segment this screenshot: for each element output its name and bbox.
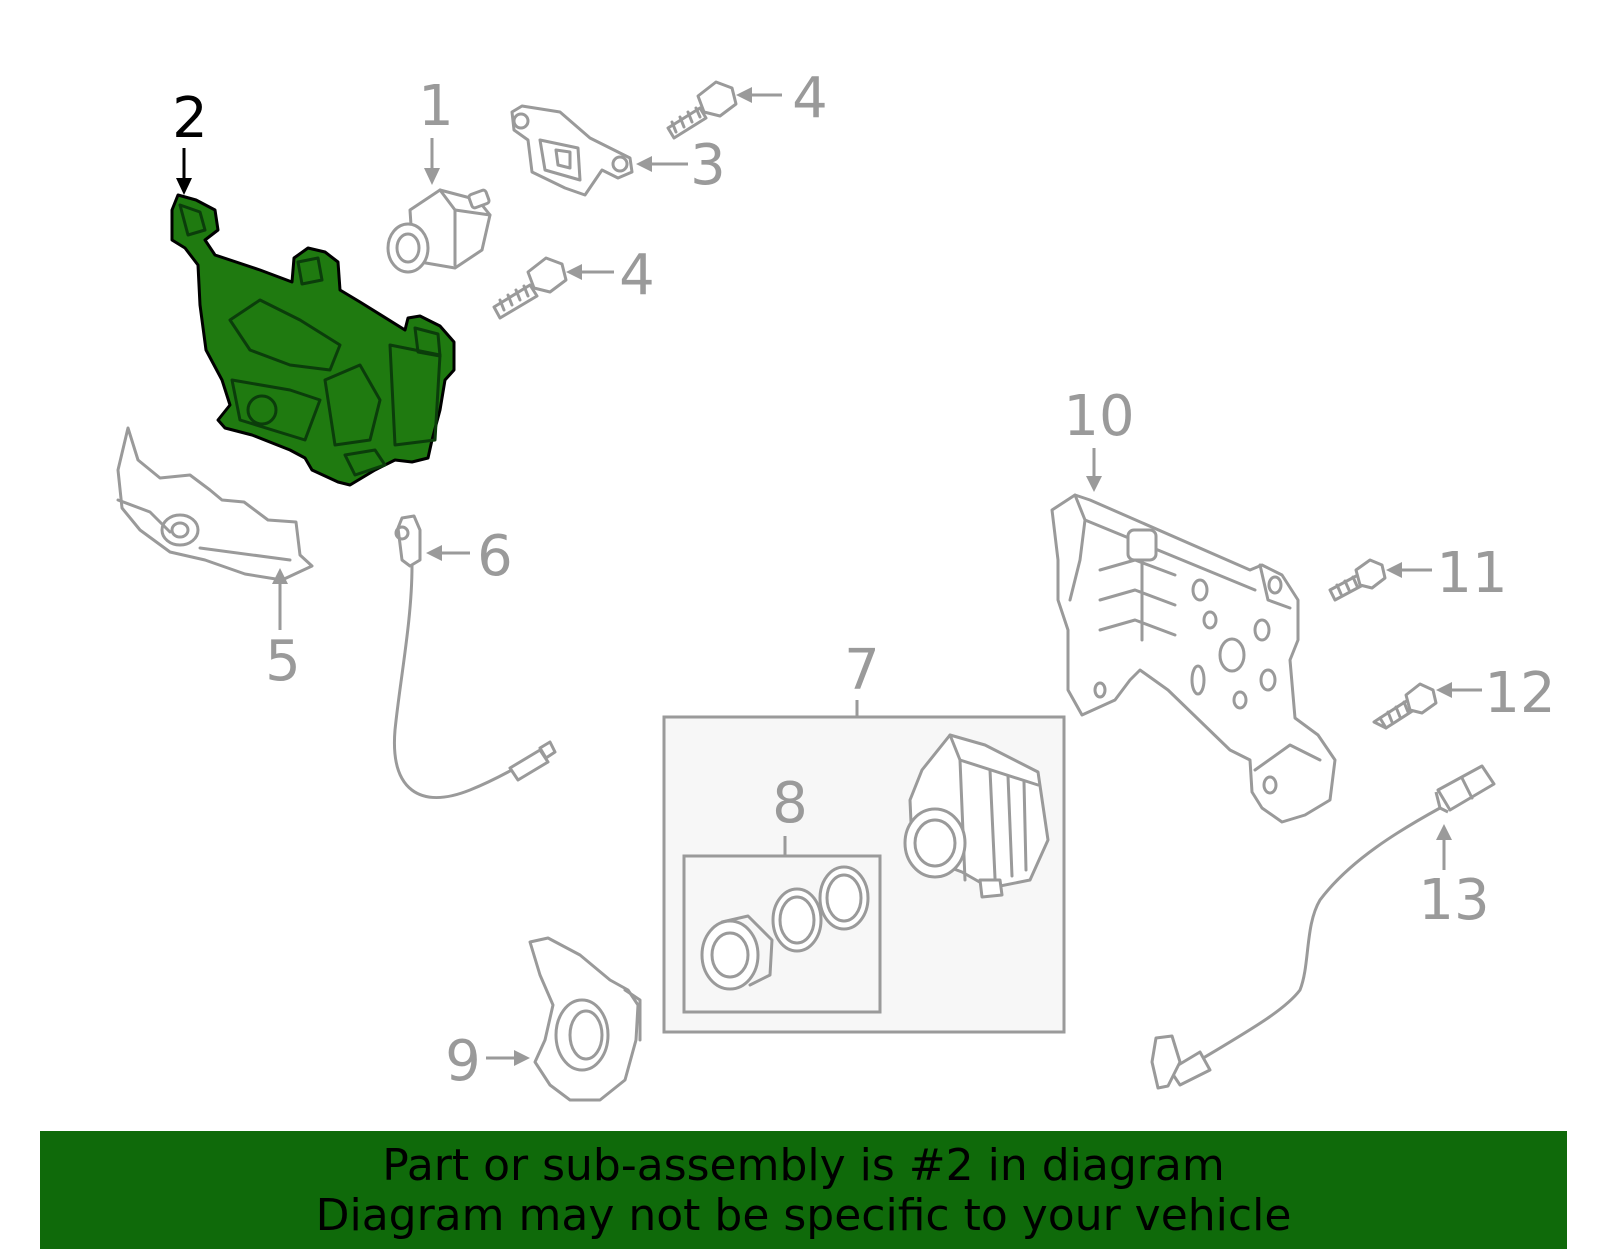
banner-line-2: Diagram may not be specific to your vehi… [315, 1190, 1292, 1241]
callout-number-1: 1 [418, 74, 454, 139]
banner-line-1: Part or sub-assembly is #2 in diagram [382, 1140, 1225, 1191]
part-11-screw[interactable] [1328, 558, 1387, 602]
callout-number-8: 8 [772, 771, 808, 836]
part-7-camera [903, 733, 1050, 899]
part-3-plate[interactable] [510, 104, 634, 197]
callout-1: 1 [418, 74, 454, 185]
callout-number-7: 7 [844, 638, 880, 703]
callout-3: 3 [636, 133, 726, 198]
part-2-bracket[interactable] [170, 193, 456, 487]
callout-6: 6 [426, 524, 513, 589]
part-5-cover[interactable] [116, 426, 314, 582]
callout-number-2: 2 [172, 86, 208, 151]
callout-number-3: 3 [690, 133, 726, 198]
callout-13: 13 [1418, 824, 1490, 933]
callout-2: 2 [172, 86, 208, 195]
part-7-kit-box[interactable] [662, 715, 1066, 1034]
callout-number-5: 5 [265, 629, 301, 694]
part-10-mount[interactable] [1050, 493, 1337, 824]
callout-4a: 4 [736, 66, 828, 131]
callout-10: 10 [1063, 384, 1135, 492]
callout-number-9: 9 [445, 1029, 481, 1094]
part-4-bolt-middle[interactable] [492, 256, 568, 320]
callout-number-4b: 4 [619, 243, 655, 308]
callout-8: 8 [772, 771, 808, 856]
callout-12: 12 [1436, 661, 1556, 726]
callout-number-4a: 4 [792, 66, 828, 131]
callout-5: 5 [265, 568, 301, 694]
callout-number-10: 10 [1063, 384, 1134, 449]
part-8-seals [700, 865, 870, 991]
callout-number-12: 12 [1484, 661, 1555, 726]
part-13-cable[interactable] [1150, 764, 1496, 1090]
info-banner: Part or sub-assembly is #2 in diagram Di… [40, 1131, 1567, 1249]
callout-number-13: 13 [1418, 868, 1489, 933]
part-12-screw[interactable] [1372, 682, 1438, 730]
part-9-bezel[interactable] [528, 936, 642, 1102]
callout-number-11: 11 [1436, 541, 1507, 606]
callout-7: 7 [844, 638, 880, 717]
callout-9: 9 [445, 1029, 530, 1094]
part-1-camera[interactable] [386, 188, 492, 274]
part-6-harness[interactable] [392, 514, 557, 799]
part-4-bolt-top[interactable] [666, 80, 738, 140]
callout-11: 11 [1386, 541, 1508, 606]
callout-4b: 4 [566, 243, 655, 308]
callout-number-6: 6 [477, 524, 513, 589]
